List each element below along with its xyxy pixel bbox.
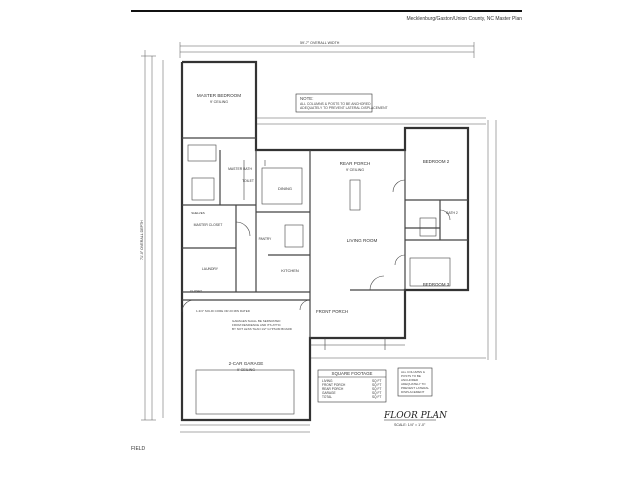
sqft-row-label: REAR PORCH xyxy=(322,387,344,391)
dimension-lines xyxy=(141,42,497,433)
sqft-row-label: FRONT PORCH xyxy=(322,383,346,387)
room-front-porch: FRONT PORCH xyxy=(316,309,348,314)
right-note-line: ALL COLUMNS & xyxy=(401,370,425,374)
sqft-row-unit: SQ FT xyxy=(372,383,381,387)
room-master-bath: MASTER BATH xyxy=(228,167,252,171)
page-header-title: Mecklenburg/Gaston/Union County, NC Mast… xyxy=(406,16,522,22)
room-kitchen: KITCHEN xyxy=(281,268,299,273)
right-note-line: POSTS TO BE xyxy=(401,374,421,378)
overall-width-label: 59'-7" OVERALL WIDTH xyxy=(300,41,340,45)
room-garage: 2-CAR GARAGE xyxy=(229,361,264,366)
square-footage-title: SQUARE FOOTAGE xyxy=(332,371,373,376)
top-note-line-2: ADEQUATELY TO PREVENT LATERAL DISPLACEME… xyxy=(300,106,388,110)
room-garage-ceiling: 9' CEILING xyxy=(237,368,255,372)
room-laundry: LAUNDRY xyxy=(202,267,219,271)
top-note-box xyxy=(295,93,373,113)
garage-note-3: BY NOT LESS THAN 1/2" GYPSUM BOARD xyxy=(232,327,293,331)
floor-plan-title: FLOOR PLAN xyxy=(383,411,448,421)
footer-code: FIELD xyxy=(131,446,146,452)
plan-details xyxy=(181,144,451,415)
room-rear-porch-ceiling: 9' CEILING xyxy=(346,168,364,172)
room-master-closet: MASTER CLOSET xyxy=(194,223,223,227)
room-rear-porch: REAR PORCH xyxy=(340,161,371,166)
right-note-line: DISPLACEMENT xyxy=(401,390,425,394)
top-note-line-1: ALL COLUMNS & POSTS TO BE ANCHORED xyxy=(300,102,371,106)
sqft-row-unit: SQ FT xyxy=(372,391,381,395)
sqft-row-unit: SQ FT xyxy=(372,395,381,399)
right-note-box: ALL COLUMNS & POSTS TO BE ANCHORED ADEQU… xyxy=(397,367,433,397)
square-footage-table: SQUARE FOOTAGE LIVING SQ FT FRONT PORCH … xyxy=(317,369,387,403)
garage-note-1: GARAGES SHALL BE SEPARATED xyxy=(232,319,281,323)
sqft-row-label: TOTAL xyxy=(322,395,332,399)
room-toilet: TOILET xyxy=(242,179,254,183)
right-note-line: PREVENT LATERAL xyxy=(401,386,429,390)
room-bedroom-3: BEDROOM 3 xyxy=(423,282,450,287)
room-pantry: PANTRY xyxy=(259,237,273,241)
sqft-row-label: LIVING xyxy=(322,379,333,383)
sqft-row-label: GARAGE xyxy=(322,391,336,395)
garage-note-2: FROM RESIDENCE AND ITS ATTIC xyxy=(232,323,282,327)
right-note-line: ADEQUATELY TO xyxy=(401,382,426,386)
top-note-heading: NOTE: xyxy=(300,96,313,101)
scale-label: SCALE: 1/4" = 1'-0" xyxy=(394,423,426,427)
room-master-bedroom-ceiling: 9' CEILING xyxy=(210,100,228,104)
top-rule xyxy=(131,10,522,12)
sqft-row-unit: SQ FT xyxy=(372,379,381,383)
door-note: 1-3/4" SOLID CORE OR 20 MIN RATED xyxy=(196,309,251,313)
room-master-bedroom: MASTER BEDROOM xyxy=(197,93,241,98)
sqft-row-unit: SQ FT xyxy=(372,387,381,391)
room-bath-2: BATH 2 xyxy=(446,211,458,215)
room-dining: DINING xyxy=(278,186,292,191)
room-closet: CLOSET xyxy=(190,289,202,293)
room-bedroom-2: BEDROOM 2 xyxy=(423,159,450,164)
room-living-room: LIVING ROOM xyxy=(347,238,378,243)
right-note-line: ANCHORED xyxy=(401,378,419,382)
exterior-walls xyxy=(180,60,470,422)
overall-depth-label: 71'-0" OVERALL DEPTH xyxy=(140,220,144,260)
room-shelves: SHELVES xyxy=(191,211,205,215)
interior-walls xyxy=(182,137,468,338)
